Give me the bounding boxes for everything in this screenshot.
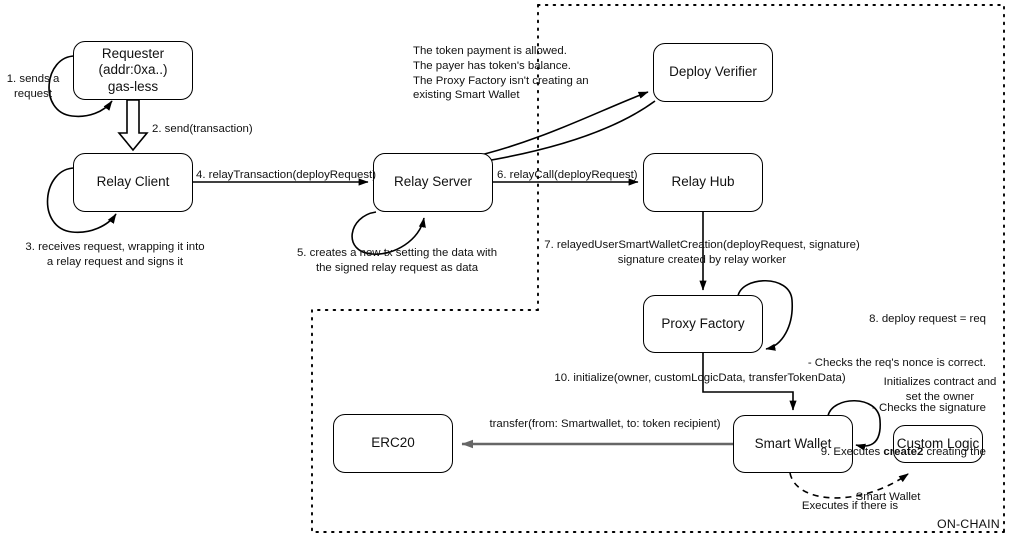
step-9-suffix: creating the	[923, 446, 986, 459]
node-requester[interactable]: Requester (addr:0xa..) gas-less	[73, 41, 193, 100]
label-executes-if-there-is: Executes if there is	[801, 500, 899, 512]
node-proxy-factory-label: Proxy Factory	[661, 315, 745, 331]
node-requester-line-2: (addr:0xa..)	[98, 62, 168, 78]
node-smart-wallet[interactable]: Smart Wallet	[733, 415, 853, 473]
node-custom-logic[interactable]: Custom Logic	[893, 425, 983, 463]
node-smart-wallet-label: Smart Wallet	[754, 435, 832, 451]
node-relay-hub[interactable]: Relay Hub	[643, 153, 763, 212]
label-step-5: 5. creates a new tx setting the data wit…	[296, 247, 498, 274]
node-custom-logic-label: Custom Logic	[896, 435, 980, 451]
label-step-7: 7. relayedUserSmartWalletCreation(deploy…	[544, 239, 860, 266]
label-step-1: 1. sends a request	[6, 73, 60, 100]
node-deploy-verifier[interactable]: Deploy Verifier	[653, 43, 773, 102]
label-step-8-line-1: 8. deploy request = req	[869, 312, 986, 325]
node-requester-line-1: Requester	[101, 45, 165, 61]
step-9-create2: create2	[883, 446, 924, 459]
label-step-9-line-2: Smart Wallet	[855, 490, 921, 503]
label-step-4: 4. relayTransaction(deployRequest)	[196, 169, 377, 181]
node-relay-hub-label: Relay Hub	[671, 174, 735, 190]
node-erc20-label: ERC20	[371, 435, 415, 451]
label-step-6: 6. relayCall(deployRequest)	[497, 169, 638, 181]
node-deploy-verifier-label: Deploy Verifier	[669, 64, 757, 80]
node-relay-client[interactable]: Relay Client	[73, 153, 193, 212]
label-step-10: 10. initialize(owner, customLogicData, t…	[554, 372, 846, 384]
node-relay-server-label: Relay Server	[393, 174, 473, 190]
label-step-8-line-3: - Checks the signature	[872, 401, 986, 414]
label-step-9-line-1: 9. Executes create2 creating the	[790, 445, 986, 460]
label-on-chain: ON-CHAIN	[937, 517, 1000, 531]
node-requester-line-3: gas-less	[107, 78, 159, 94]
node-erc20[interactable]: ERC20	[333, 414, 453, 473]
label-transfer: transfer(from: Smartwallet, to: token re…	[489, 418, 721, 430]
label-step-8-9: 8. deploy request = req - Checks the req…	[790, 282, 986, 534]
label-initializes-note: Initializes contract and set the owner	[883, 376, 997, 403]
label-step-8-line-2: - Checks the req's nonce is correct.	[807, 357, 986, 370]
step-9-prefix: 9. Executes	[820, 446, 884, 459]
node-relay-server[interactable]: Relay Server	[373, 153, 493, 212]
node-relay-client-label: Relay Client	[96, 174, 170, 190]
label-deploy-verifier-note: The token payment is allowed. The payer …	[413, 45, 589, 102]
node-proxy-factory[interactable]: Proxy Factory	[643, 295, 763, 353]
label-step-3: 3. receives request, wrapping it into a …	[25, 241, 205, 268]
label-step-2: 2. send(transaction)	[152, 123, 253, 135]
